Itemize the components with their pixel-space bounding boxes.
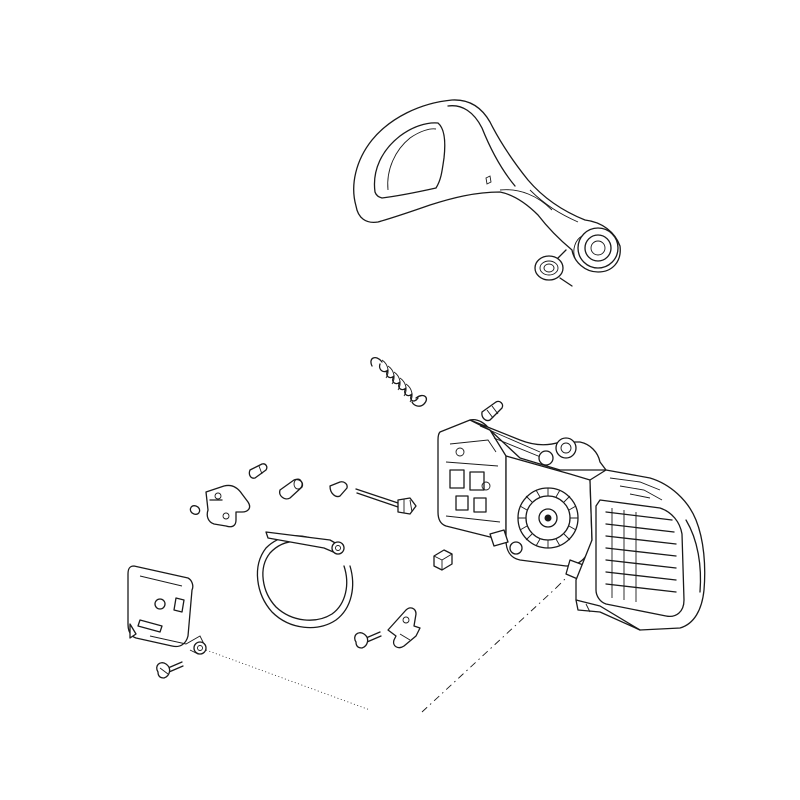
screw-lower-left: [156, 661, 184, 679]
rivet-small: [248, 463, 268, 479]
brake-band: [256, 531, 354, 629]
long-bolt: [355, 488, 417, 515]
pin-upper: [481, 400, 504, 422]
short-pin: [329, 481, 348, 498]
hook-bracket: [387, 607, 421, 649]
screw-lower-mid: [354, 631, 382, 649]
nut: [433, 549, 453, 571]
cover-plate: [127, 565, 207, 655]
hand-guard: [353, 99, 621, 273]
torsion-spring: [534, 249, 573, 287]
tension-spring: [370, 357, 428, 407]
sleeve-pin: [279, 478, 304, 500]
brake-lever-bracket: [189, 484, 251, 528]
main-housing: [437, 418, 706, 631]
assembly-lines: [205, 577, 567, 713]
